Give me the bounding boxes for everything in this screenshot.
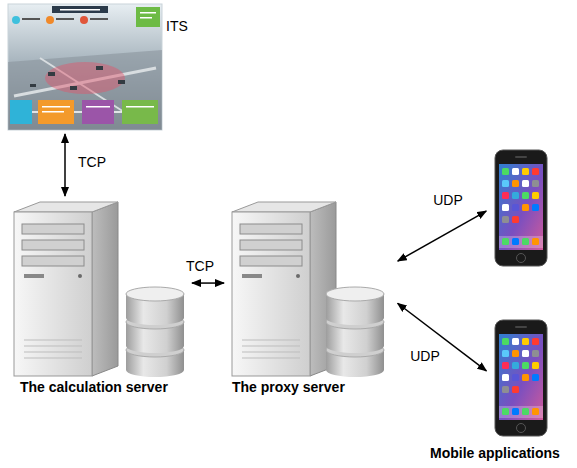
calculation-server-icon-part xyxy=(126,287,184,377)
smartphone-icon xyxy=(495,150,547,266)
its-screenshot-part xyxy=(8,50,162,130)
smartphone-icon xyxy=(495,320,547,436)
system-label: ITS xyxy=(166,18,188,35)
its-screenshot-part xyxy=(22,18,40,20)
its-screenshot-part xyxy=(48,72,55,76)
group-label: Mobile applications xyxy=(430,445,560,462)
its-screenshot-part xyxy=(12,16,20,24)
server-label: The proxy server xyxy=(232,379,345,396)
its-screenshot-part xyxy=(30,84,36,87)
calculation-server-icon xyxy=(14,202,184,377)
its-screenshot-part xyxy=(96,66,103,70)
connection-arrow xyxy=(398,303,487,371)
its-screenshot-part xyxy=(90,18,108,20)
its-screenshot-part xyxy=(45,62,125,94)
its-screenshot xyxy=(8,4,162,130)
its-screenshot-part xyxy=(140,17,152,19)
its-screenshot-part xyxy=(136,7,160,27)
mobile-group: Mobile applications xyxy=(488,146,552,440)
its-screenshot-part xyxy=(80,16,88,24)
connection-arrow xyxy=(192,282,224,284)
connection-arrow xyxy=(398,211,487,261)
proxy-server-icon-part xyxy=(326,287,384,377)
its-screenshot-part xyxy=(118,80,125,84)
its-node: ITS xyxy=(8,4,198,132)
its-screenshot-part xyxy=(70,86,77,90)
proxy-server-icon xyxy=(232,202,384,377)
protocol-label: TCP xyxy=(184,258,216,274)
its-screenshot-part xyxy=(82,100,114,124)
its-screenshot-part xyxy=(60,9,100,11)
its-screenshot-part xyxy=(126,106,154,108)
its-screenshot-part xyxy=(8,4,162,130)
its-screenshot-part xyxy=(140,12,156,14)
calculation-server-icon-part xyxy=(14,202,118,376)
its-screenshot-part xyxy=(38,100,74,124)
server-node: The proxy server xyxy=(226,198,396,402)
proxy-server-icon-part xyxy=(232,202,336,376)
smartphone-icon-part xyxy=(495,150,547,266)
its-screenshot-part xyxy=(56,18,74,20)
its-screenshot-part xyxy=(122,100,158,124)
connection-arrow xyxy=(64,134,66,196)
its-screenshot-part xyxy=(10,100,32,124)
server-node: The calculation server xyxy=(6,198,190,402)
protocol-label: UDP xyxy=(408,348,442,364)
smartphone-icon-part xyxy=(495,320,547,436)
its-screenshot-part xyxy=(46,16,54,24)
protocol-label: TCP xyxy=(76,154,108,170)
protocol-label: UDP xyxy=(431,192,465,208)
its-screenshot-part xyxy=(32,111,122,113)
its-screenshot-part xyxy=(42,111,64,113)
server-label: The calculation server xyxy=(20,379,168,396)
its-screenshot-part xyxy=(42,106,70,108)
its-screenshot-part xyxy=(86,106,110,108)
its-screenshot-part xyxy=(52,6,108,13)
